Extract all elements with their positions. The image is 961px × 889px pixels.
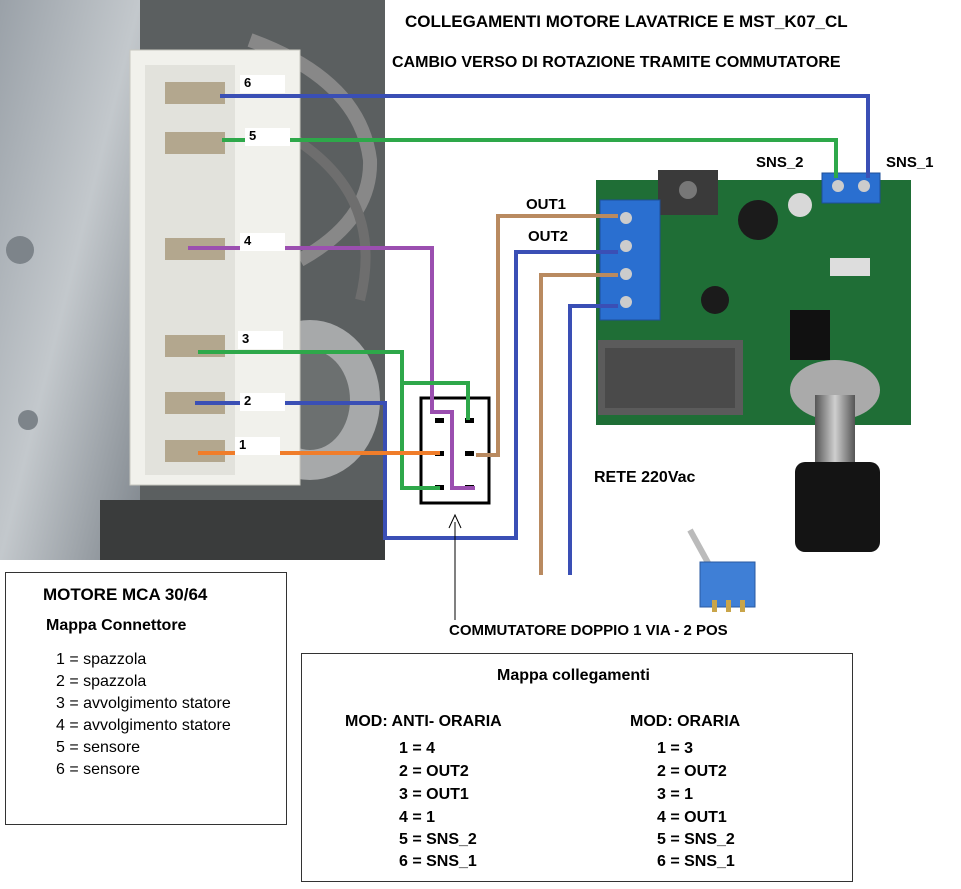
pin-label-5: 5 xyxy=(245,128,290,146)
anticlockwise-item: 2 = OUT2 xyxy=(399,763,469,780)
title-line-2: CAMBIO VERSO DI ROTAZIONE TRAMITE COMMUT… xyxy=(392,54,841,71)
pin-label-3: 3 xyxy=(238,331,283,349)
motor-map-item: 4 = avvolgimento statore xyxy=(56,717,231,734)
wiring xyxy=(188,94,870,575)
mode-clockwise-heading: MOD: ORARIA xyxy=(630,713,741,730)
wire-rete-b xyxy=(568,304,618,575)
wire-5-sns2 xyxy=(222,138,838,178)
motor-box-subtitle: Mappa Connettore xyxy=(46,617,187,634)
wire-2-out2 xyxy=(195,250,618,540)
motor-box-title: MOTORE MCA 30/64 xyxy=(43,585,208,604)
label-sns2: SNS_2 xyxy=(756,154,804,171)
label-commutator: COMMUTATORE DOPPIO 1 VIA - 2 POS xyxy=(449,622,728,639)
connector-terminals xyxy=(165,82,225,462)
motor-connector-box: MOTORE MCA 30/64 Mappa Connettore 1 = sp… xyxy=(5,572,287,825)
connection-map-box: Mappa collegamenti MOD: ANTI- ORARIA MOD… xyxy=(301,653,853,882)
label-out2: OUT2 xyxy=(528,228,569,245)
switch-pointer-arrow xyxy=(448,513,462,620)
clockwise-item: 4 = OUT1 xyxy=(657,809,727,826)
anticlockwise-item: 5 = SNS_2 xyxy=(399,831,477,848)
mode-anticlockwise-heading: MOD: ANTI- ORARIA xyxy=(345,713,502,730)
pin-label-1: 1 xyxy=(235,437,280,455)
pin-label-6: 6 xyxy=(240,75,285,93)
wire-rete-a xyxy=(539,273,618,575)
clockwise-item: 6 = SNS_1 xyxy=(657,853,735,870)
motor-map-item: 2 = spazzola xyxy=(56,673,147,690)
wire-out1 xyxy=(476,214,618,457)
motor-map-item: 3 = avvolgimento statore xyxy=(56,695,231,712)
pin-label-2: 2 xyxy=(240,393,285,411)
wire-6-sns1 xyxy=(220,94,870,178)
motor-map-item: 6 = sensore xyxy=(56,761,141,778)
toggle-switch-photo xyxy=(687,528,756,612)
anticlockwise-item: 3 = OUT1 xyxy=(399,786,469,803)
wire-3-bridge xyxy=(402,381,470,420)
clockwise-item: 5 = SNS_2 xyxy=(657,831,735,848)
clockwise-item: 3 = 1 xyxy=(657,786,694,803)
motor-map-item: 5 = sensore xyxy=(56,739,141,756)
clockwise-item: 2 = OUT2 xyxy=(657,763,727,780)
anticlockwise-item: 1 = 4 xyxy=(399,740,436,757)
clockwise-item: 1 = 3 xyxy=(657,740,694,757)
wire-4 xyxy=(188,246,475,490)
motor-map-item: 1 = spazzola xyxy=(56,651,147,668)
pin-label-4: 4 xyxy=(240,233,285,251)
pcb-board xyxy=(596,170,911,552)
map-box-title: Mappa collegamenti xyxy=(497,667,650,684)
commutator-switch xyxy=(419,396,491,505)
wire-3 xyxy=(198,350,440,490)
anticlockwise-item: 6 = SNS_1 xyxy=(399,853,477,870)
anticlockwise-item: 4 = 1 xyxy=(399,809,436,826)
title-line-1: COLLEGAMENTI MOTORE LAVATRICE E MST_K07_… xyxy=(405,12,848,31)
label-sns1: SNS_1 xyxy=(886,154,934,171)
label-rete: RETE 220Vac xyxy=(594,469,696,486)
label-out1: OUT1 xyxy=(526,196,567,213)
